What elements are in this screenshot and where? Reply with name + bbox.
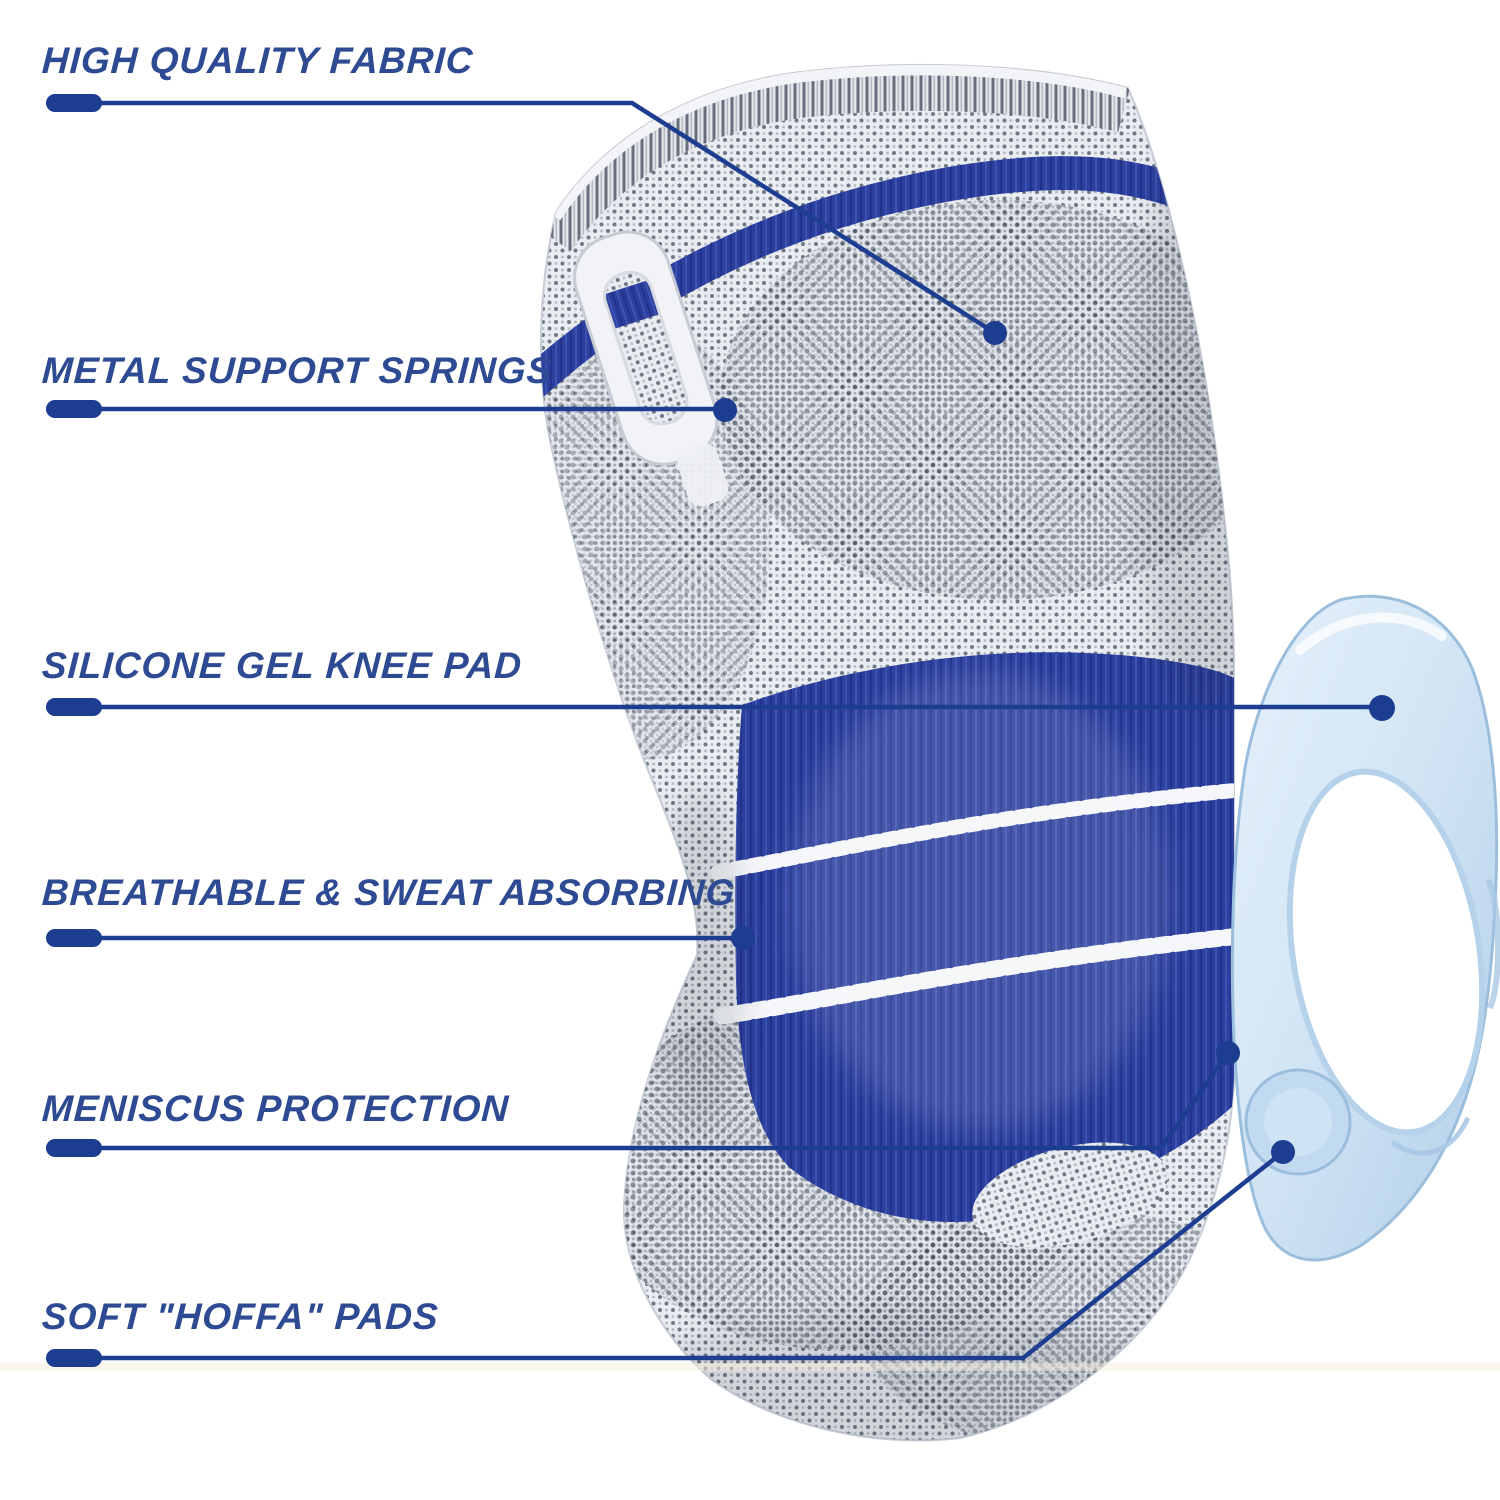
callout-pill [46, 929, 102, 947]
shading [655, 790, 745, 1130]
feature-label-breathable-sweat-absorbing: BREATHABLE & SWEAT ABSORBING [40, 872, 737, 913]
feature-label-silicone-gel-knee-pad: SILICONE GEL KNEE PAD [40, 645, 524, 686]
callout-meniscus-protection [46, 1041, 1240, 1157]
callouts [46, 94, 1395, 1367]
gel-pad-tab [1485, 878, 1500, 1010]
callout-line [98, 100, 997, 335]
callout-line [98, 1150, 1285, 1361]
knit-detail [972, 1142, 1168, 1248]
hoffa-disc-center [1264, 1088, 1332, 1156]
callout-metal-support-springs [46, 398, 737, 422]
callout-dot [713, 398, 737, 422]
top-cuff-ribbing [541, 64, 1130, 252]
feature-label-meniscus-protection: MENISCUS PROTECTION [40, 1088, 511, 1129]
gel-pad-edge-detail [1390, 1116, 1471, 1156]
callout-breathable-sweat-absorbing [46, 926, 755, 950]
callout-silicone-gel-knee-pad [46, 695, 1395, 721]
feature-label-high-quality-fabric: HIGH QUALITY FABRIC [40, 40, 475, 81]
knee-sleeve [540, 63, 1235, 1442]
callout-pill [46, 1349, 102, 1367]
top-cuff-rim [547, 64, 1128, 221]
callout-pill [46, 94, 102, 112]
callout-dot [1369, 695, 1395, 721]
callout-line [98, 1051, 1230, 1151]
gel-pad-insert [1230, 594, 1500, 1262]
callout-pill [46, 400, 102, 418]
feature-label-soft-hoffa-pads: SOFT "HOFFA" PADS [40, 1296, 440, 1337]
callout-dot [983, 321, 1007, 345]
callout-dot [1216, 1041, 1240, 1065]
feature-label-metal-support-springs: METAL SUPPORT SPRINGS [40, 350, 554, 391]
shading [1135, 120, 1234, 720]
callout-soft-hoffa-pads [46, 1140, 1295, 1367]
gel-pad-highlight [1295, 612, 1447, 655]
gel-pad-hole [1286, 768, 1486, 1136]
callout-dot [731, 926, 755, 950]
shading [620, 1310, 1180, 1441]
spring-loop [573, 230, 729, 507]
callout-dot [1271, 1140, 1295, 1164]
background-band [0, 1363, 1500, 1371]
callout-pill [46, 1139, 102, 1157]
callout-pill [46, 698, 102, 716]
highlight [790, 670, 1170, 1130]
callout-high-quality-fabric [46, 94, 1007, 345]
